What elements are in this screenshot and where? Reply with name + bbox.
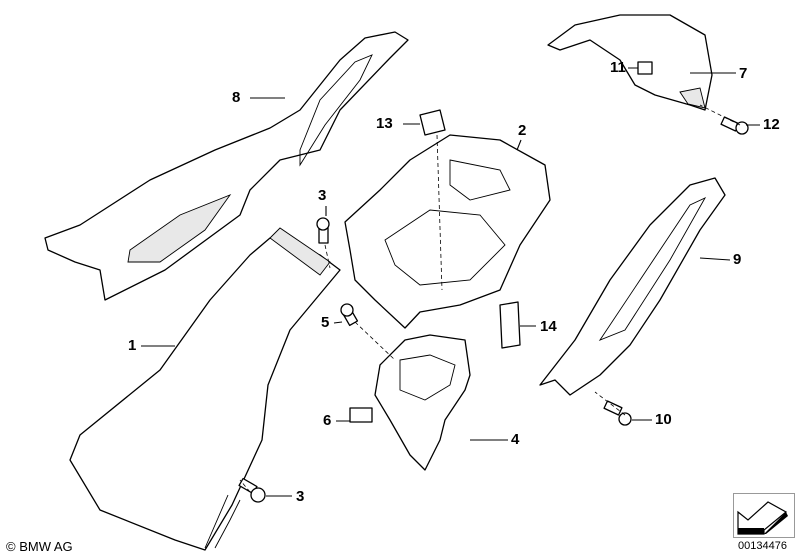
callout-11: 11: [610, 59, 626, 76]
part-13-clip[interactable]: [419, 109, 446, 136]
leader-lines: [141, 67, 760, 497]
callout-7: 7: [739, 65, 748, 82]
part-5-screw[interactable]: [340, 303, 359, 327]
arrow-down-left-icon: [737, 501, 788, 535]
part-14-clip[interactable]: [499, 301, 521, 349]
part-10-screw[interactable]: [603, 400, 632, 426]
part-3-screw-bottom[interactable]: [238, 477, 266, 503]
part-1-rear-fender-panel[interactable]: [69, 227, 341, 551]
part-11-nut[interactable]: [637, 61, 653, 75]
callout-6: 6: [323, 412, 332, 429]
part-7-tail-cover[interactable]: [547, 14, 713, 111]
callout-3-top: 3: [318, 187, 327, 204]
callout-3-bottom: 3: [296, 488, 305, 505]
navigation-button[interactable]: [733, 493, 795, 538]
callout-8: 8: [232, 89, 241, 106]
callout-4: 4: [511, 431, 520, 448]
part-3-screw-top[interactable]: [316, 217, 330, 244]
callout-12: 12: [763, 116, 780, 133]
callout-14: 14: [540, 318, 557, 335]
callout-2: 2: [518, 122, 527, 139]
part-12-screw[interactable]: [720, 116, 749, 135]
callout-10: 10: [655, 411, 672, 428]
callout-9: 9: [733, 251, 742, 268]
reference-number: 00134476: [738, 540, 787, 552]
copyright-text: © BMW AG: [6, 539, 73, 554]
callout-1: 1: [128, 337, 137, 354]
part-9-side-trim[interactable]: [539, 177, 726, 396]
part-4-mudguard[interactable]: [374, 334, 471, 471]
part-8-side-panel[interactable]: [44, 31, 409, 301]
callout-5: 5: [321, 314, 330, 331]
part-2-tray[interactable]: [344, 134, 551, 329]
callout-13: 13: [376, 115, 393, 132]
part-6-nut[interactable]: [349, 407, 373, 423]
